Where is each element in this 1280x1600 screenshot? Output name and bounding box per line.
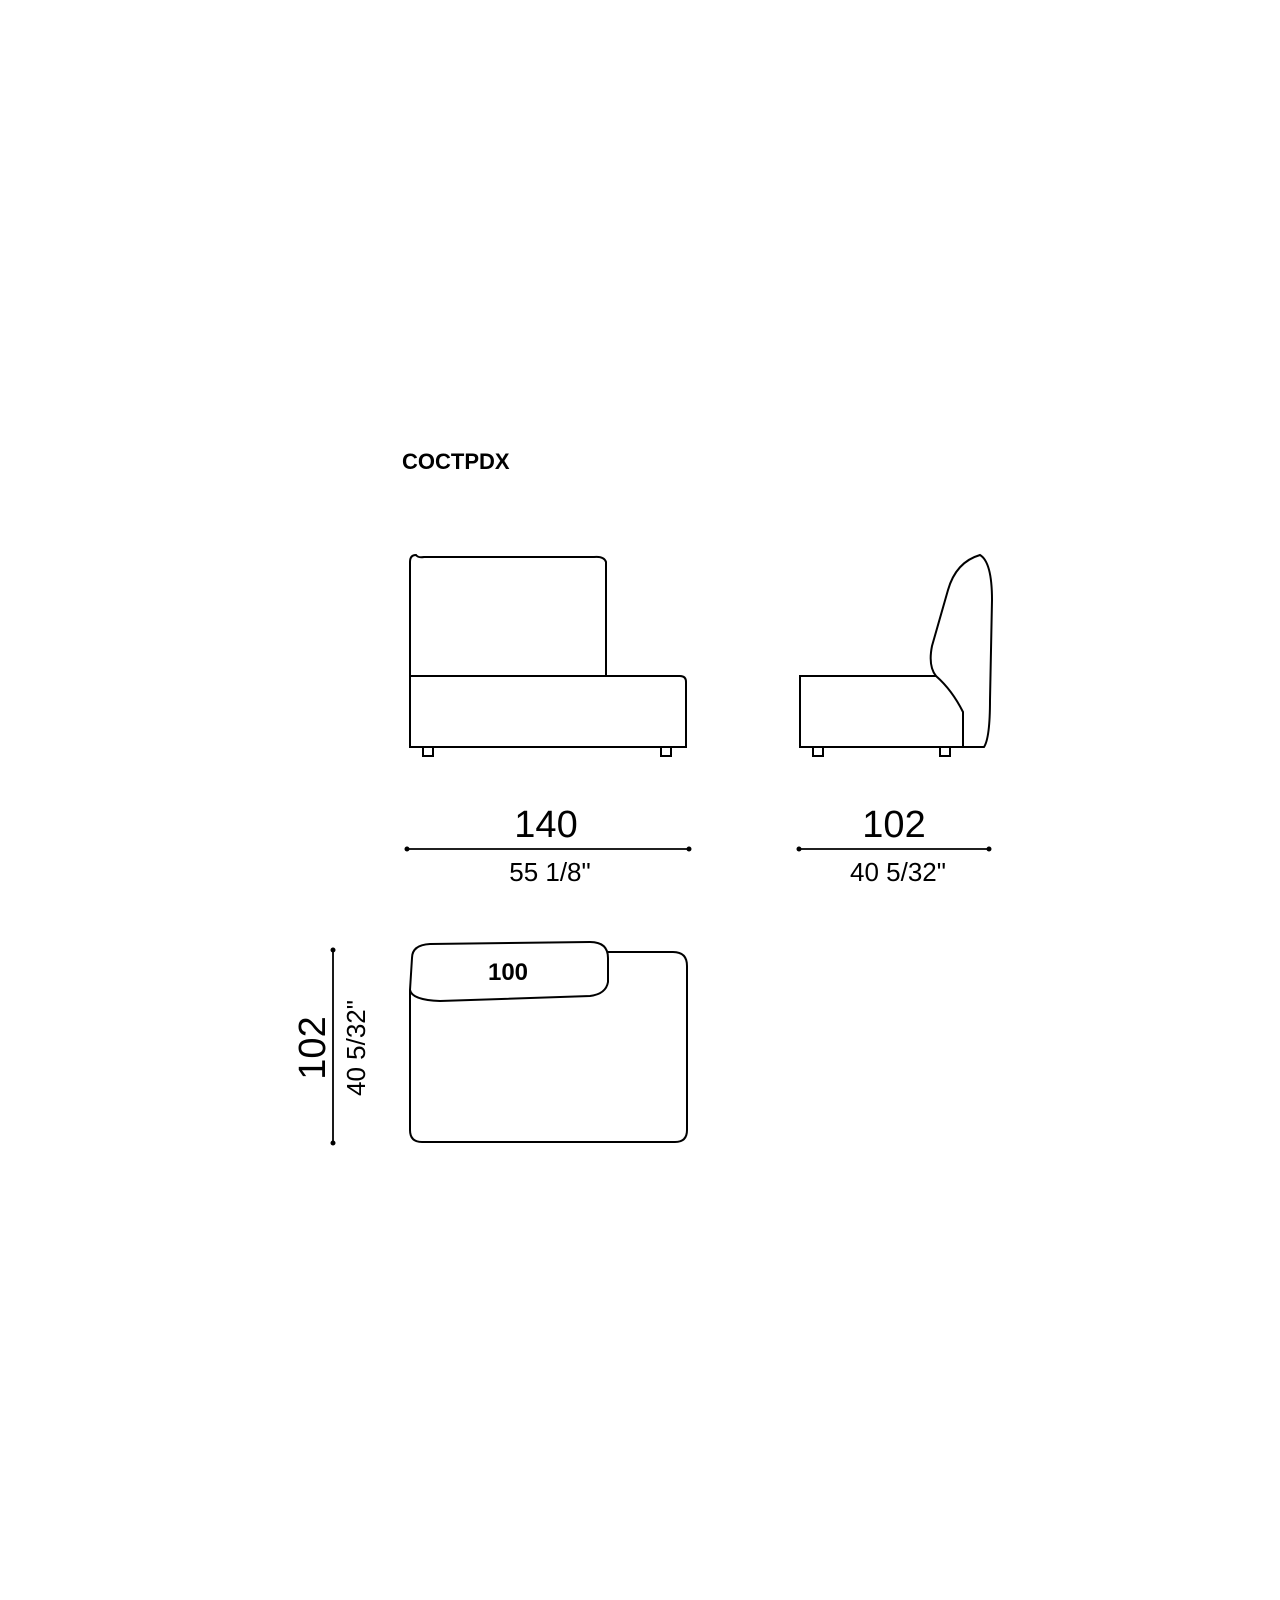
side-depth-cm: 102	[862, 804, 925, 846]
side-view	[799, 553, 994, 757]
top-depth-dimension: 102 40 5/32"	[292, 947, 371, 1146]
front-width-cm: 140	[514, 804, 577, 846]
top-backrest	[408, 940, 609, 1003]
front-view	[409, 553, 687, 757]
front-width-dimension: 140 55 1/8"	[404, 804, 692, 887]
side-foot-left	[812, 746, 824, 757]
front-width-in: 55 1/8"	[509, 857, 591, 887]
side-depth-dimension: 102 40 5/32"	[796, 804, 992, 887]
side-backrest	[929, 553, 994, 748]
top-depth-cm: 102	[292, 1016, 334, 1079]
top-body	[409, 951, 688, 1143]
model-code-title: COCTPDX	[402, 449, 510, 474]
side-seat	[799, 675, 964, 748]
front-seat-base	[409, 675, 687, 748]
top-view: 100	[408, 940, 688, 1143]
front-foot-right	[660, 746, 672, 757]
side-depth-in: 40 5/32"	[850, 857, 946, 887]
front-backrest	[409, 553, 607, 676]
side-foot-right	[939, 746, 951, 757]
front-foot-left	[422, 746, 434, 757]
top-seat-label: 100	[488, 959, 528, 986]
top-depth-in: 40 5/32"	[341, 1000, 371, 1096]
